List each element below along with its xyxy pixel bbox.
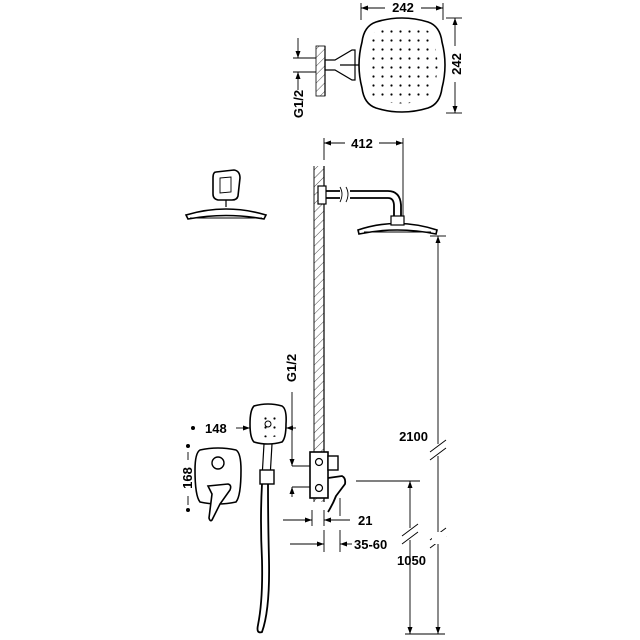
dim-21: 21 <box>283 510 372 528</box>
dim-242-vertical: 242 <box>446 17 464 114</box>
square-shower-head-front <box>358 17 446 113</box>
dim-1050: 1050 <box>356 480 426 634</box>
dim-2100: 2100 <box>399 235 447 634</box>
dim-242-vertical-label: 242 <box>449 53 464 75</box>
dim-35-60-label: 35-60 <box>354 537 387 552</box>
main-wall <box>313 166 325 502</box>
dim-148: 148 <box>191 421 296 436</box>
dim-35-60: 35-60 <box>290 530 387 552</box>
hand-shower <box>249 403 287 634</box>
dim-21-label: 21 <box>358 513 372 528</box>
rain-shower-head <box>357 215 438 235</box>
dim-middle-g12: G1/2 <box>284 354 310 497</box>
mixer-valve-side <box>309 451 347 516</box>
top-g12-label: G1/2 <box>291 90 306 118</box>
top-arm-bracket <box>324 49 356 81</box>
dim-168: 168 <box>180 444 195 512</box>
dim-242-label: 242 <box>392 0 414 15</box>
shower-arm <box>317 185 402 216</box>
dim-168-label: 168 <box>180 467 195 489</box>
dim-top-g12: G1/2 <box>291 38 316 118</box>
dim-242-horizontal: 242 <box>360 0 444 20</box>
top-wall-mount-view <box>315 45 360 97</box>
dim-2100-label: 2100 <box>399 429 428 444</box>
dim-412: 412 <box>323 136 404 216</box>
dim-412-label: 412 <box>351 136 373 151</box>
shower-head-side-view-small <box>184 169 268 220</box>
top-wall-hatch <box>315 45 326 97</box>
dim-148-label: 148 <box>205 421 227 436</box>
mixer-wall-plate <box>194 447 242 522</box>
dim-1050-label: 1050 <box>397 553 426 568</box>
middle-g12-label: G1/2 <box>284 354 299 382</box>
